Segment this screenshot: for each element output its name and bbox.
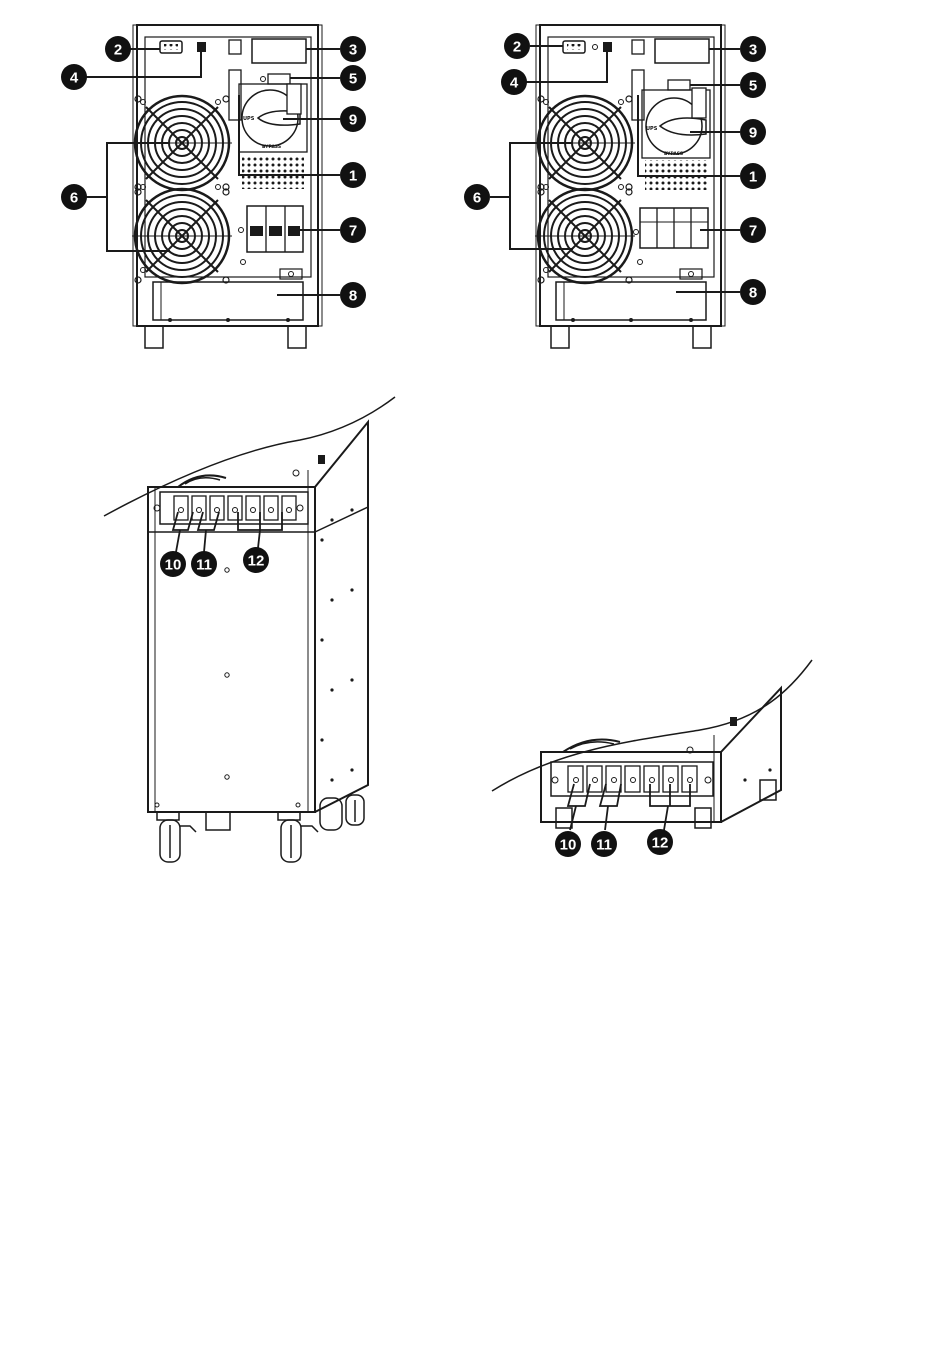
callout-badge-4: 4 — [61, 64, 87, 90]
caster-wheels — [157, 795, 364, 862]
svg-text:10: 10 — [165, 557, 182, 574]
switch-label-ups: UPS — [646, 126, 658, 132]
callout-badge-8: 8 — [340, 282, 366, 308]
svg-text:8: 8 — [749, 285, 757, 302]
callout-badge-9: 9 — [340, 106, 366, 132]
svg-text:7: 7 — [349, 223, 357, 240]
callout-badge-12: 12 — [243, 547, 269, 573]
callout-badge-3: 3 — [340, 36, 366, 62]
rear-view-left: UPS BYPASS — [61, 25, 366, 348]
callout-badge-6: 6 — [61, 184, 87, 210]
vent-grille — [242, 155, 304, 189]
callout-badge-10: 10 — [160, 551, 186, 577]
svg-text:5: 5 — [749, 78, 757, 95]
callout-badge-5: 5 — [740, 72, 766, 98]
cooling-fan-bottom — [535, 189, 635, 283]
terminal-cover — [153, 282, 303, 320]
svg-text:2: 2 — [513, 39, 521, 56]
switch-label-ups: UPS — [243, 116, 255, 122]
intelligent-slot — [252, 39, 306, 63]
callout-badge-12: 12 — [647, 829, 673, 855]
svg-text:12: 12 — [652, 835, 669, 852]
svg-text:6: 6 — [70, 190, 78, 207]
svg-text:1: 1 — [749, 169, 757, 186]
svg-text:4: 4 — [70, 70, 79, 87]
callout-badge-3: 3 — [740, 36, 766, 62]
callout-badge-9: 9 — [740, 119, 766, 145]
callout-badge-11: 11 — [591, 831, 617, 857]
svg-text:2: 2 — [114, 42, 122, 59]
callout-badge-5: 5 — [340, 65, 366, 91]
svg-text:8: 8 — [349, 288, 357, 305]
callout-badge-1: 1 — [340, 162, 366, 188]
svg-text:9: 9 — [349, 112, 357, 129]
svg-text:10: 10 — [560, 837, 577, 854]
svg-text:9: 9 — [749, 125, 757, 142]
callout-badge-7: 7 — [740, 217, 766, 243]
callout-badge-2: 2 — [105, 36, 131, 62]
switch-label-bypass: BYPASS — [262, 144, 281, 150]
switch-label-bypass: BYPASS — [664, 151, 683, 157]
callout-badge-2: 2 — [504, 33, 530, 59]
cooling-fan-bottom — [132, 189, 232, 283]
svg-text:11: 11 — [596, 837, 612, 854]
svg-text:3: 3 — [349, 42, 357, 59]
svg-text:3: 3 — [749, 42, 757, 59]
terminal-block — [551, 762, 713, 796]
rear-view-right: UPS BYPASS — [464, 25, 766, 348]
svg-text:6: 6 — [473, 190, 481, 207]
svg-text:4: 4 — [510, 75, 519, 92]
svg-text:12: 12 — [248, 553, 265, 570]
callout-badge-8: 8 — [740, 279, 766, 305]
svg-text:5: 5 — [349, 71, 357, 88]
terminal-cover — [556, 282, 706, 320]
callout-badge-6: 6 — [464, 184, 490, 210]
usb-port — [603, 42, 612, 52]
callout-badge-11: 11 — [191, 551, 217, 577]
epo-connector — [668, 80, 690, 90]
terminal-view-compact: 10 11 12 — [492, 660, 812, 857]
intelligent-slot — [655, 39, 709, 63]
svg-text:11: 11 — [196, 557, 212, 574]
svg-text:7: 7 — [749, 223, 757, 240]
epo-connector — [268, 74, 290, 84]
callout-badge-4: 4 — [501, 69, 527, 95]
terminal-view-tower: 10 11 12 — [104, 397, 395, 862]
callout-badge-10: 10 — [555, 831, 581, 857]
svg-text:1: 1 — [349, 168, 357, 185]
callout-badge-1: 1 — [740, 163, 766, 189]
callout-badge-7: 7 — [340, 217, 366, 243]
usb-port — [197, 42, 206, 52]
